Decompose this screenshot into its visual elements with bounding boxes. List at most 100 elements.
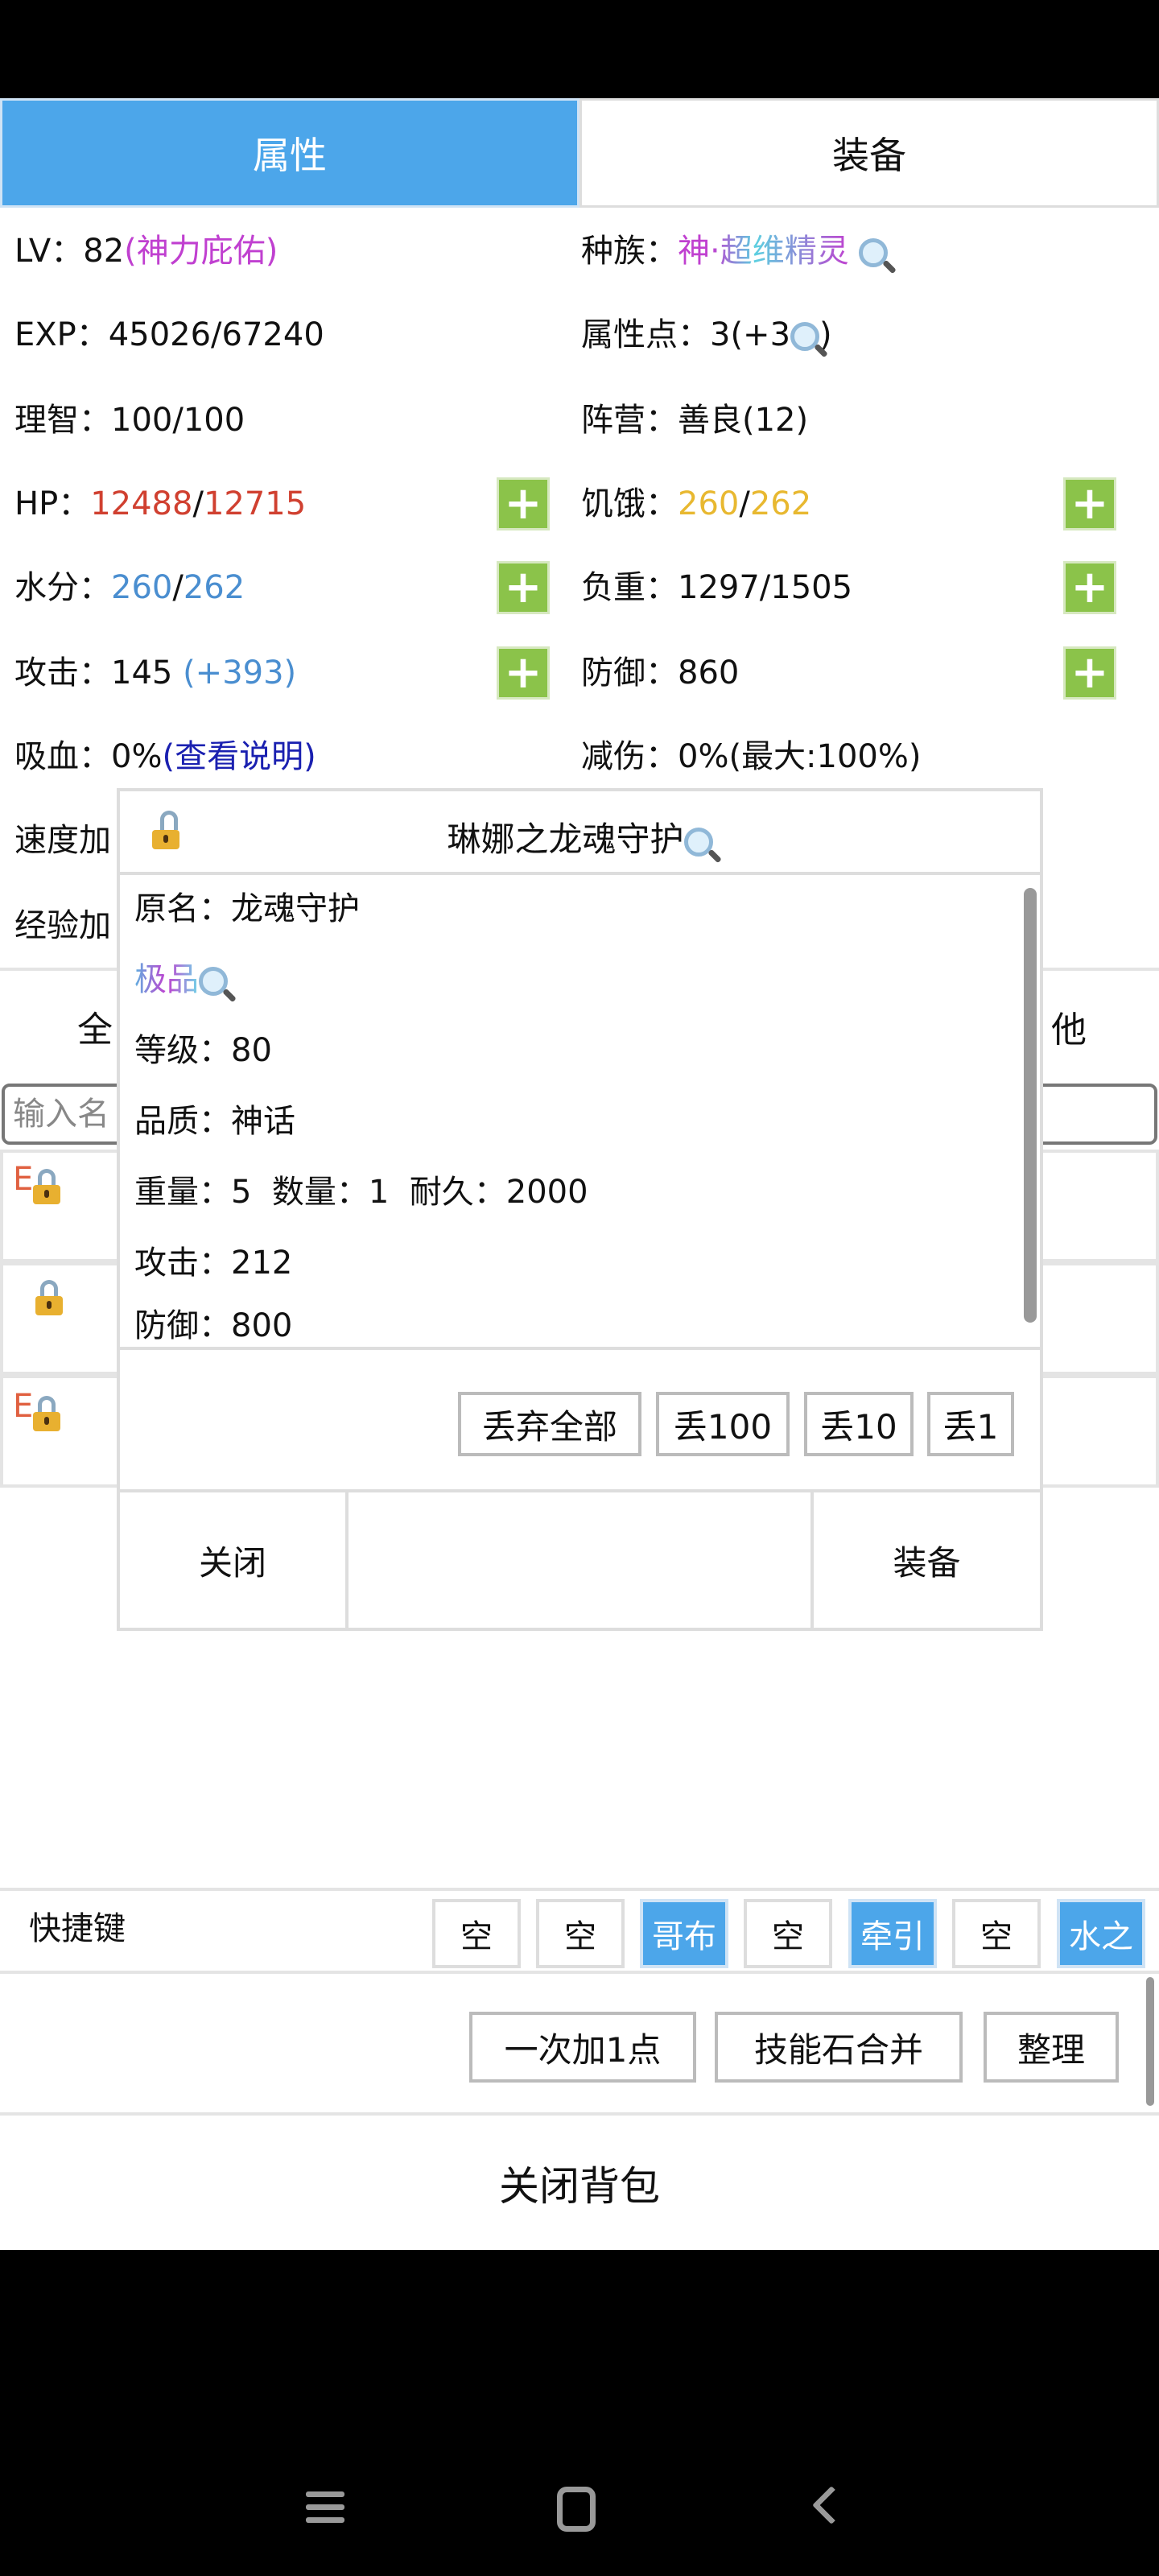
slash: / bbox=[172, 569, 184, 606]
sanity-value: 100/100 bbox=[111, 402, 245, 439]
hp-label: HP： bbox=[14, 485, 91, 522]
slash: / bbox=[739, 485, 750, 522]
sort-button[interactable]: 整理 bbox=[984, 2012, 1119, 2083]
item-weight-count-durability: 重量：5 数量：1 耐久：2000 bbox=[134, 1174, 588, 1211]
shortcut-slot[interactable]: 水之 bbox=[1057, 1899, 1145, 1968]
recent-apps-icon[interactable] bbox=[306, 2491, 344, 2523]
add-water-button[interactable]: + bbox=[497, 561, 550, 614]
shortcut-slot[interactable]: 哥布 bbox=[640, 1899, 728, 1968]
search-icon[interactable] bbox=[199, 967, 228, 996]
lock-icon[interactable] bbox=[33, 1168, 61, 1204]
scrollbar[interactable] bbox=[1146, 1977, 1154, 2106]
camp-label: 阵营： bbox=[581, 402, 678, 439]
shortcuts-label: 快捷键 bbox=[29, 1910, 126, 1947]
lifesteal-stat: 吸血：0%(查看说明) bbox=[14, 737, 316, 776]
add-hp-button[interactable]: + bbox=[497, 477, 550, 530]
load-stat: 负重：1297/1505 bbox=[581, 568, 852, 607]
close-bag-button[interactable]: 关闭背包 bbox=[499, 2162, 660, 2210]
attack-value: 145 bbox=[111, 654, 173, 691]
shortcut-slot[interactable]: 空 bbox=[432, 1899, 521, 1968]
item-detail-popup: 琳娜之龙魂守护 原名：龙魂守护 极品 等级：80 品质：神话 重量：5 数量：1… bbox=[117, 788, 1043, 1631]
divider bbox=[0, 2112, 1159, 2116]
sanity-stat: 理智：100/100 bbox=[14, 401, 245, 440]
defense-label: 防御： bbox=[581, 654, 678, 691]
lifesteal-label: 吸血： bbox=[14, 738, 111, 775]
paren: ) bbox=[819, 316, 832, 353]
lifesteal-value: 0% bbox=[111, 738, 163, 775]
add-defense-button[interactable]: + bbox=[1063, 646, 1116, 700]
divider bbox=[0, 1971, 1159, 1974]
shortcut-slot[interactable]: 空 bbox=[536, 1899, 625, 1968]
equipped-mark: E bbox=[13, 1388, 34, 1425]
water-stat: 水分：260/262 bbox=[14, 568, 245, 607]
hunger-label: 饥饿： bbox=[581, 485, 678, 522]
defense-stat: 防御：860 bbox=[581, 654, 739, 692]
drop-all-button[interactable]: 丢弃全部 bbox=[458, 1392, 641, 1456]
back-icon[interactable] bbox=[811, 2485, 852, 2525]
add-hunger-button[interactable]: + bbox=[1063, 477, 1116, 530]
exp-bonus-label: 经验加 bbox=[14, 907, 111, 944]
search-icon[interactable] bbox=[859, 238, 889, 267]
hp-stat: HP：12488/12715 bbox=[14, 485, 306, 523]
level-stat: LV：82(神力庇佑) bbox=[14, 232, 278, 270]
exp-label: EXP： bbox=[14, 316, 109, 353]
exp-value: 45026/67240 bbox=[108, 316, 324, 353]
exp-stat: EXP：45026/67240 bbox=[14, 316, 324, 354]
defense-value: 860 bbox=[678, 654, 740, 691]
camp-value: 善良(12) bbox=[678, 402, 809, 439]
add-one-point-button[interactable]: 一次加1点 bbox=[469, 2012, 696, 2083]
slash: / bbox=[192, 485, 204, 522]
equip-button[interactable]: 装备 bbox=[893, 1542, 961, 1583]
hunger-stat: 饥饿：260/262 bbox=[581, 485, 811, 523]
race-label: 种族： bbox=[581, 233, 678, 270]
shortcut-slot[interactable]: 空 bbox=[952, 1899, 1041, 1968]
race-stat: 种族：神·超维精灵 bbox=[581, 232, 889, 270]
item-level: 等级：80 bbox=[134, 1032, 272, 1069]
search-icon[interactable] bbox=[683, 827, 713, 857]
search-icon[interactable] bbox=[790, 322, 820, 351]
status-bar bbox=[0, 0, 1159, 98]
lock-icon[interactable] bbox=[35, 1280, 63, 1315]
hunger-max: 262 bbox=[749, 485, 812, 522]
race-value[interactable]: 神·超维精灵 bbox=[678, 233, 849, 270]
attack-bonus: (+393) bbox=[183, 654, 297, 691]
shortcut-slot[interactable]: 空 bbox=[744, 1899, 832, 1968]
attr-points-value: 3(+3 bbox=[710, 316, 791, 353]
quality-tier-text[interactable]: 极品 bbox=[134, 961, 199, 998]
reduction-stat: 减伤：0%(最大:100%) bbox=[581, 737, 922, 776]
quality-tier: 极品 bbox=[134, 960, 228, 999]
drop-1-button[interactable]: 丢1 bbox=[927, 1392, 1014, 1456]
lifesteal-help-link[interactable]: (查看说明) bbox=[162, 738, 316, 775]
divider bbox=[0, 1888, 1159, 1891]
scrollbar[interactable] bbox=[1024, 888, 1037, 1323]
bag-tab-all[interactable]: 全 bbox=[77, 1009, 113, 1051]
home-icon[interactable] bbox=[557, 2487, 596, 2532]
level-blessing[interactable]: (神力庇佑) bbox=[124, 233, 278, 270]
level-value: 82 bbox=[83, 233, 125, 270]
merge-skill-stones-button[interactable]: 技能石合并 bbox=[715, 2012, 963, 2083]
camp-stat: 阵营：善良(12) bbox=[581, 401, 808, 440]
tab-equipment[interactable]: 装备 bbox=[580, 98, 1159, 208]
unlock-icon[interactable] bbox=[152, 811, 179, 849]
speed-bonus-label: 速度加 bbox=[14, 822, 111, 859]
original-name: 原名：龙魂守护 bbox=[134, 890, 360, 927]
load-value: 1297/1505 bbox=[678, 569, 853, 606]
bag-tab-other[interactable]: 他 bbox=[1051, 1009, 1087, 1051]
attack-label: 攻击： bbox=[14, 654, 111, 691]
attr-points-label: 属性点： bbox=[581, 316, 710, 353]
drop-100-button[interactable]: 丢100 bbox=[656, 1392, 790, 1456]
item-quality: 品质：神话 bbox=[134, 1103, 295, 1140]
tab-attributes[interactable]: 属性 bbox=[0, 98, 580, 208]
drop-10-button[interactable]: 丢10 bbox=[804, 1392, 914, 1456]
item-detail-scroll[interactable]: 原名：龙魂守护 极品 等级：80 品质：神话 重量：5 数量：1 耐久：2000… bbox=[120, 875, 1040, 1350]
popup-footer: 关闭 装备 bbox=[120, 1489, 1040, 1628]
lock-icon[interactable] bbox=[33, 1395, 61, 1431]
equipped-mark: E bbox=[13, 1161, 34, 1198]
close-popup-button[interactable]: 关闭 bbox=[120, 1492, 349, 1628]
water-current: 260 bbox=[111, 569, 173, 606]
system-nav-bar bbox=[0, 2250, 1159, 2576]
shortcut-slot[interactable]: 牵引 bbox=[848, 1899, 937, 1968]
add-attack-button[interactable]: + bbox=[497, 646, 550, 700]
item-attack: 攻击：212 bbox=[134, 1245, 293, 1282]
add-load-button[interactable]: + bbox=[1063, 561, 1116, 614]
